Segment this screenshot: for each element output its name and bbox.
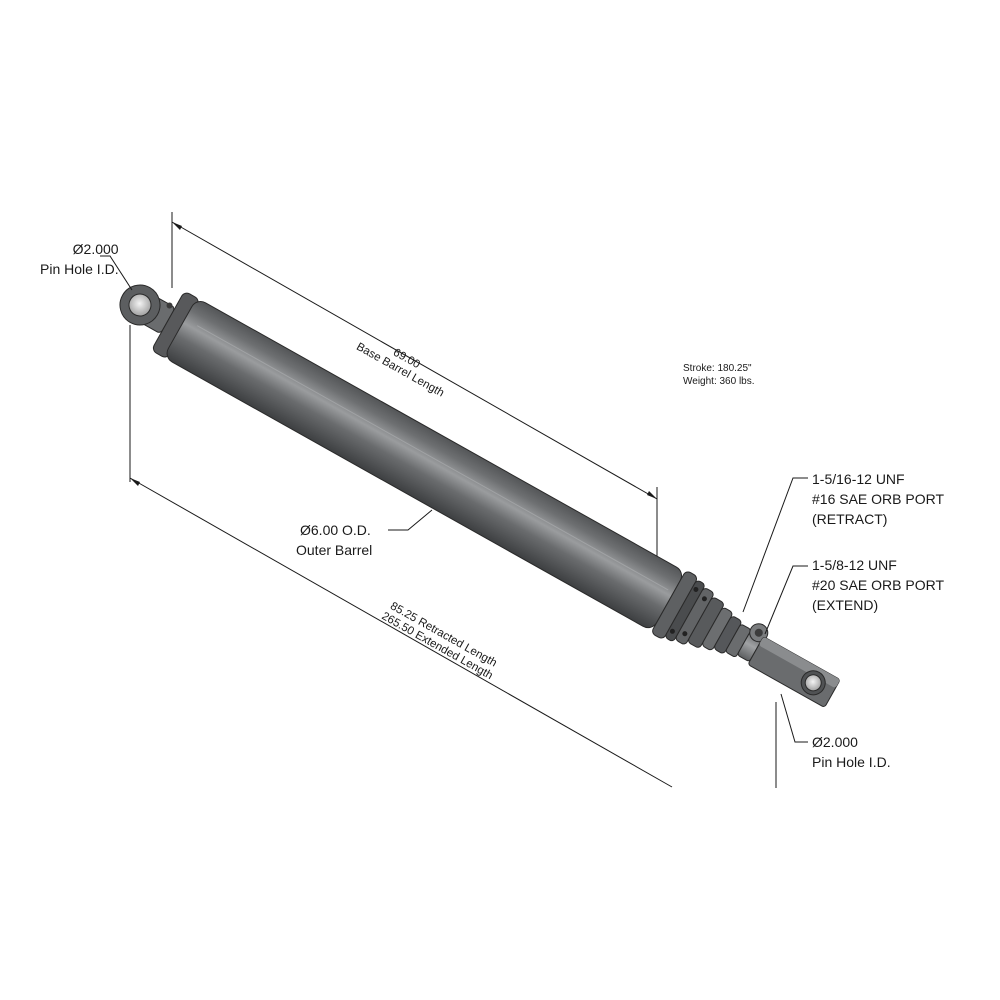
leader-lines xyxy=(100,255,808,743)
extend-port-type: #20 SAE ORB PORT xyxy=(812,577,945,593)
retract-port-thread: 1-5/16-12 UNF xyxy=(812,471,905,487)
stroke-spec: Stroke: 180.25" xyxy=(683,363,752,374)
pin-hole-bottom-label: Ø2.000 Pin Hole I.D. xyxy=(812,732,891,772)
pin-hole-top-label: Ø2.000 Pin Hole I.D. xyxy=(40,239,119,279)
extend-port-thread: 1-5/8-12 UNF xyxy=(812,557,897,573)
retract-port-type: #16 SAE ORB PORT xyxy=(812,491,945,507)
weight-spec: Weight: 360 lbs. xyxy=(683,376,755,387)
extend-port-label: 1-5/8-12 UNF #20 SAE ORB PORT (EXTEND) xyxy=(812,555,944,615)
pin-hole-bottom-dia: Ø2.000 xyxy=(812,734,858,750)
pin-hole-top-desc: Pin Hole I.D. xyxy=(40,261,119,277)
extend-port-function: (EXTEND) xyxy=(812,597,879,613)
outer-barrel-label: Ø6.00 O.D. Outer Barrel xyxy=(296,520,372,560)
specs-block: Stroke: 180.25" Weight: 360 lbs. xyxy=(683,362,755,388)
hydraulic-cylinder xyxy=(119,284,840,707)
retract-port-function: (RETRACT) xyxy=(812,511,888,527)
pin-hole-bottom-desc: Pin Hole I.D. xyxy=(812,754,891,770)
outer-barrel-desc: Outer Barrel xyxy=(296,542,373,558)
pin-hole-top-dia: Ø2.000 xyxy=(72,241,119,257)
retract-port-label: 1-5/16-12 UNF #16 SAE ORB PORT (RETRACT) xyxy=(812,469,944,529)
overall-length-dimension xyxy=(129,325,777,788)
outer-barrel-dia: Ø6.00 O.D. xyxy=(300,522,371,538)
